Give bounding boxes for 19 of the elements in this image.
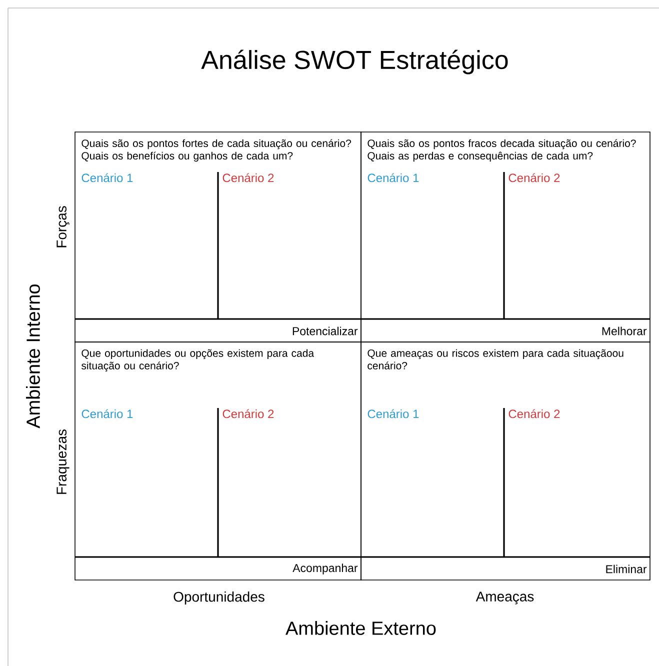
question-text: Quais são os pontos fracos decada situação ou cenário? Quais as perdas e consequências de cada um? [368, 139, 636, 162]
action-label: Eliminar [606, 564, 647, 574]
axis-title: Ambiente Interno [26, 284, 40, 428]
action-label: Melhorar [602, 326, 647, 336]
question-text: Que ameaças ou riscos existem para cada situaçãoou cenário? [368, 349, 624, 370]
action-label: Potencializar [292, 326, 358, 336]
title: Análise SWOT Estratégico [201, 50, 508, 74]
scenario-label: Cenário 1 [82, 409, 133, 418]
scenario-label: Cenário 2 [508, 173, 560, 182]
scenario-label: Cenário 1 [82, 173, 133, 182]
scenario-label: Cenário 1 [368, 173, 419, 182]
action-label: Acompanhar [292, 564, 358, 574]
axis-title: Ambiente Externo [286, 621, 436, 635]
scenario-label: Cenário 2 [222, 173, 274, 182]
scenario-label: Cenário 1 [368, 409, 419, 418]
question-text: Que oportunidades ou opções existem para cada situação ou cenário? [82, 349, 314, 372]
scenario-label: Cenário 2 [222, 409, 274, 418]
scenario-label: Cenário 2 [508, 409, 560, 418]
question-text: Quais são os pontos fortes de cada situação ou cenário? Quais os benefícios ou ganhos de cada um? [82, 139, 351, 162]
